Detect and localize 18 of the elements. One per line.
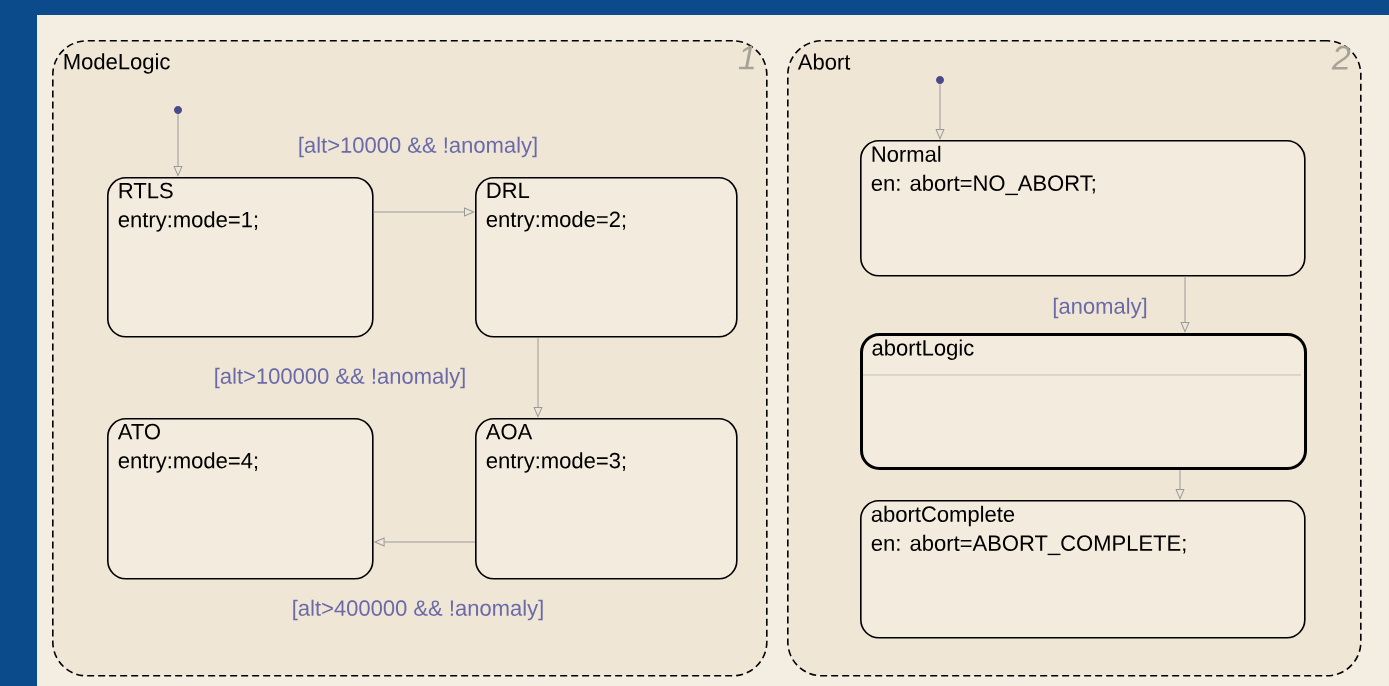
edge-label: [alt>10000 && !anomaly] bbox=[295, 134, 541, 160]
state-box: AOA entry:mode=3; bbox=[475, 418, 738, 580]
state-box: Normal en: abort=NO_ABORT; bbox=[860, 140, 1306, 277]
transition-arrow bbox=[533, 337, 543, 418]
state-box: abortLogic bbox=[860, 333, 1307, 470]
transition-arrow bbox=[935, 83, 945, 140]
transition-arrow bbox=[373, 207, 475, 217]
transition-arrow bbox=[1175, 469, 1185, 500]
transition-arrow bbox=[1180, 276, 1190, 333]
edge-label: [anomaly] bbox=[1050, 295, 1150, 321]
state-box: ATO entry:mode=4; bbox=[107, 418, 374, 580]
state-box: RTLS entry:mode=1; bbox=[107, 177, 374, 338]
transition-arrow bbox=[173, 113, 183, 177]
transition-arrow bbox=[374, 537, 476, 547]
state-box: abortComplete en: abort=ABORT_COMPLETE; bbox=[860, 500, 1306, 639]
edge-label: [alt>400000 && !anomaly] bbox=[289, 597, 547, 623]
state-box: DRL entry:mode=2; bbox=[475, 177, 738, 338]
edge-label: [alt>100000 && !anomaly] bbox=[211, 365, 469, 391]
